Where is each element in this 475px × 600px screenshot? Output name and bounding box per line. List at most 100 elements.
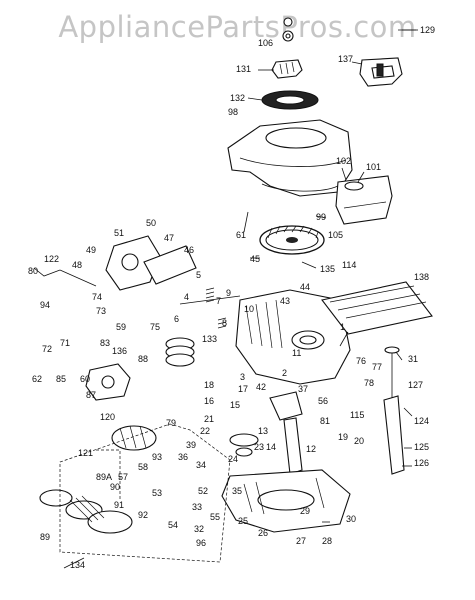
callout-48: 48 <box>72 260 82 270</box>
callout-120: 120 <box>100 412 115 422</box>
callout-114: 114 <box>342 260 356 270</box>
callout-54: 54 <box>168 520 178 530</box>
muffler <box>335 175 393 225</box>
callout-93: 93 <box>152 452 162 462</box>
callout-126: 126 <box>414 458 429 468</box>
callout-81: 81 <box>320 416 330 426</box>
callout-89a: 89A <box>96 472 112 482</box>
assembly-outline <box>59 423 231 563</box>
callout-75: 75 <box>150 322 160 332</box>
callout-31: 31 <box>408 354 418 364</box>
governor-linkage <box>33 267 97 287</box>
callout-56: 56 <box>318 396 328 406</box>
callout-124: 124 <box>414 416 429 426</box>
callout-87: 87 <box>86 390 96 400</box>
callout-136: 136 <box>112 346 127 356</box>
callout-17: 17 <box>238 384 248 394</box>
callout-53: 53 <box>152 488 162 498</box>
dipstick <box>383 346 405 475</box>
callout-32: 32 <box>194 524 204 534</box>
callout-83: 83 <box>100 338 110 348</box>
callout-73: 73 <box>96 306 106 316</box>
callout-96: 96 <box>196 538 206 548</box>
callout-125: 125 <box>414 442 429 452</box>
callout-5: 5 <box>196 270 201 280</box>
callout-127: 127 <box>408 380 423 390</box>
callout-46: 46 <box>184 245 194 255</box>
callout-3: 3 <box>240 372 245 382</box>
callout-14: 14 <box>266 442 276 452</box>
cam-gear <box>229 433 259 457</box>
callout-94: 94 <box>40 300 50 310</box>
air-filter-plate <box>321 281 433 335</box>
callout-27: 27 <box>296 536 306 546</box>
callout-122: 122 <box>44 254 59 264</box>
rotating-screen <box>261 90 319 110</box>
callout-138: 138 <box>414 272 429 282</box>
callout-16: 16 <box>204 396 214 406</box>
callout-58: 58 <box>138 462 148 472</box>
top-screws <box>282 17 418 42</box>
callout-15: 15 <box>230 400 240 410</box>
callout-90: 90 <box>110 482 120 492</box>
callout-28: 28 <box>322 536 332 546</box>
callout-72: 72 <box>42 344 52 354</box>
callout-11: 11 <box>292 348 301 358</box>
callout-47: 47 <box>164 233 174 243</box>
callout-115: 115 <box>350 410 364 420</box>
retainer-131 <box>271 59 303 79</box>
callout-135: 135 <box>320 264 335 274</box>
callout-6: 6 <box>174 314 179 324</box>
callout-42: 42 <box>256 382 266 392</box>
callout-74: 74 <box>92 292 102 302</box>
callout-79: 79 <box>166 418 176 428</box>
callout-29: 29 <box>300 506 310 516</box>
callout-101: 101 <box>366 162 381 172</box>
callout-43: 43 <box>280 296 290 306</box>
callout-98: 98 <box>228 107 238 117</box>
callout-13: 13 <box>258 426 268 436</box>
fuel-line-path <box>96 449 121 500</box>
callout-137: 137 <box>338 54 353 64</box>
callout-45: 45 <box>250 254 260 264</box>
callout-2: 2 <box>282 368 287 378</box>
flywheel <box>259 225 325 255</box>
callout-60: 60 <box>80 374 90 384</box>
piston-rings <box>165 337 195 367</box>
callout-77: 77 <box>372 362 382 372</box>
callout-51: 51 <box>114 228 124 238</box>
callout-88: 88 <box>138 354 148 364</box>
callout-131: 131 <box>236 64 251 74</box>
leader-lines <box>63 29 416 569</box>
callout-34: 34 <box>196 460 206 470</box>
callout-76: 76 <box>356 356 366 366</box>
callout-20: 20 <box>354 436 364 446</box>
callout-39: 39 <box>186 440 196 450</box>
callout-50: 50 <box>146 218 156 228</box>
callout-59: 59 <box>116 322 126 332</box>
callout-4: 4 <box>184 292 189 302</box>
callout-71: 71 <box>60 338 70 348</box>
callout-89: 89 <box>40 532 50 542</box>
callout-129: 129 <box>420 25 435 35</box>
callout-36: 36 <box>178 452 188 462</box>
callout-21: 21 <box>204 414 214 424</box>
crankshaft <box>269 391 303 475</box>
callout-7: 7 <box>216 296 221 306</box>
callout-1: 1 <box>340 322 345 332</box>
callout-9: 9 <box>226 288 231 298</box>
callout-121: 121 <box>78 448 93 458</box>
carburetor-body <box>85 363 131 401</box>
callout-62: 62 <box>32 374 42 384</box>
callout-99: 99 <box>316 212 326 222</box>
callout-12: 12 <box>306 444 316 454</box>
callout-18: 18 <box>204 380 214 390</box>
cylinder-block <box>235 289 351 385</box>
callout-134: 134 <box>70 560 85 570</box>
callout-24: 24 <box>228 454 238 464</box>
callout-80: 80 <box>28 266 38 276</box>
callout-33: 33 <box>192 502 202 512</box>
